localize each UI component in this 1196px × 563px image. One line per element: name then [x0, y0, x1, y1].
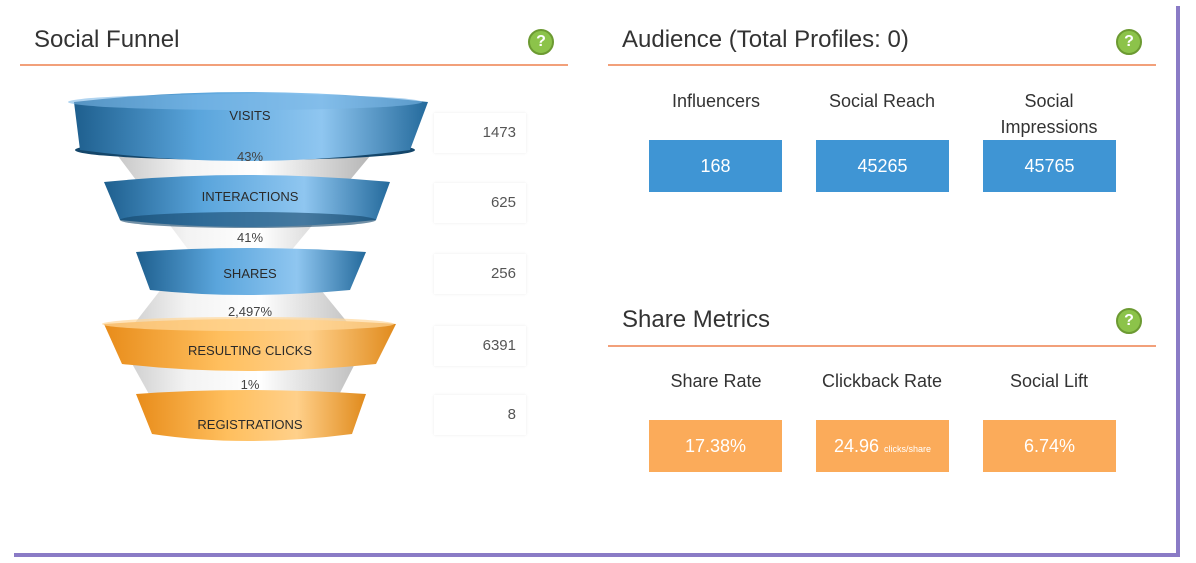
stage-label-resulting-clicks: RESULTING CLICKS: [188, 343, 312, 358]
funnel-stage-interactions: [104, 175, 390, 228]
social-reach-value: 45265: [816, 140, 949, 192]
social-impressions-value: 45765: [983, 140, 1116, 192]
clickback-rate-unit: clicks/share: [884, 444, 932, 454]
stage-label-shares: SHARES: [223, 266, 277, 281]
audience-title: Audience (Total Profiles: 0): [622, 26, 909, 53]
social-funnel-divider: [20, 64, 568, 66]
stage-label-interactions: INTERACTIONS: [202, 189, 299, 204]
share-metrics-title: Share Metrics: [622, 306, 771, 333]
clickback-rate-value: 24.96: [833, 436, 879, 456]
count-visits: 1473: [434, 113, 526, 153]
conversion-visits-to-interactions: 43%: [237, 149, 263, 164]
funnel-stage-resulting-clicks: [102, 317, 396, 371]
funnel-stage-visits: [68, 92, 428, 161]
conversion-clicks-to-registrations: 1%: [241, 377, 260, 392]
question-circle-icon[interactable]: ?: [528, 29, 554, 55]
clickback-rate-label: Clickback Rate: [821, 371, 943, 391]
influencers-label: Influencers: [671, 91, 761, 111]
conversion-interactions-to-shares: 41%: [237, 230, 263, 245]
social-reach-label: Social Reach: [828, 91, 936, 111]
clickback-rate-box: 24.96 clicks/share: [816, 420, 949, 472]
conversion-shares-to-clicks: 2,497%: [228, 304, 273, 319]
stage-label-registrations: REGISTRATIONS: [197, 417, 303, 432]
funnel-stage-shares: [136, 248, 366, 295]
count-interactions: 625: [434, 183, 526, 223]
social-lift-label: Social Lift: [1009, 371, 1089, 391]
question-circle-icon[interactable]: ?: [1116, 308, 1142, 334]
funnel-graphic: VISITS INTERACTIONS SHARES RESULTING CLI…: [68, 92, 428, 441]
share-rate-value: 17.38%: [649, 420, 782, 472]
influencers-value: 168: [649, 140, 782, 192]
question-circle-icon[interactable]: ?: [1116, 29, 1142, 55]
count-shares: 256: [434, 254, 526, 294]
count-resulting-clicks: 6391: [434, 326, 526, 366]
stage-label-visits: VISITS: [229, 108, 271, 123]
social-impressions-label: Social Impressions: [1000, 91, 1098, 137]
share-metrics-divider: [608, 345, 1156, 347]
share-rate-label: Share Rate: [670, 371, 762, 391]
audience-divider: [608, 64, 1156, 66]
social-lift-value: 6.74%: [983, 420, 1116, 472]
funnel-stage-registrations: [136, 390, 366, 441]
count-registrations: 8: [434, 395, 526, 435]
social-funnel-title: Social Funnel: [34, 26, 180, 53]
